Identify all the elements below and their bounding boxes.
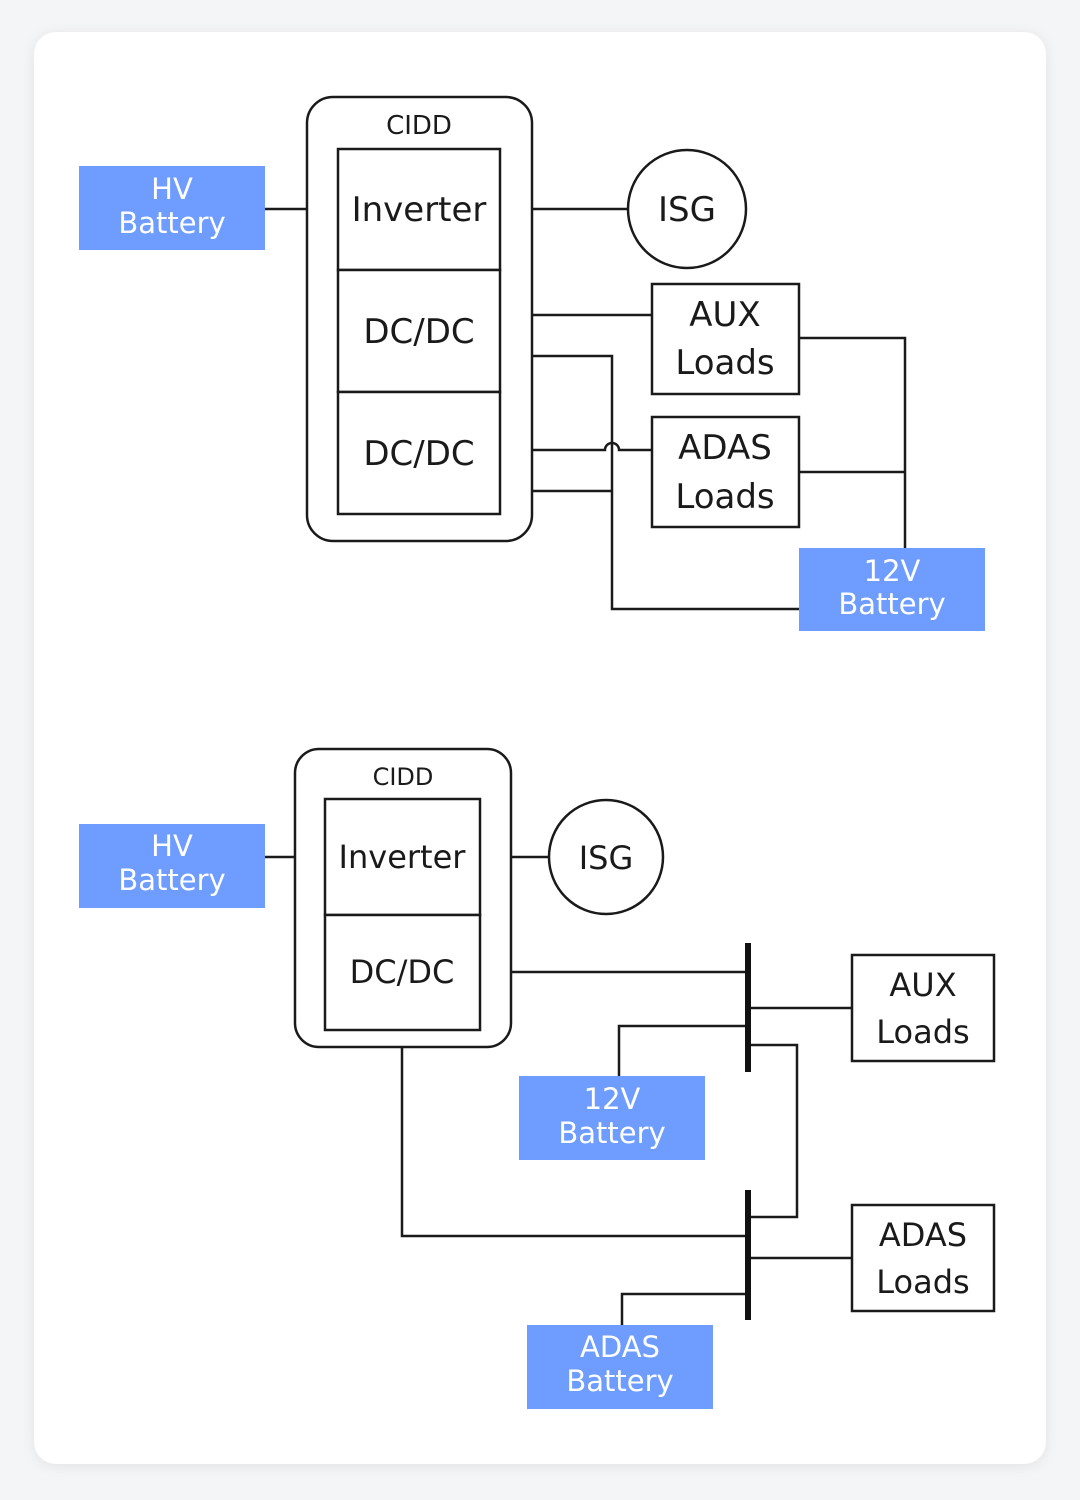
isg-circle — [547, 798, 665, 916]
battery-12v-box — [519, 1076, 705, 1160]
aux-loads-label-line2: Loads — [876, 1013, 969, 1051]
adas-loads-label-line1: ADAS — [879, 1216, 967, 1254]
bottom-diagram: CIDD Inverter DC/DC ISG AUX Loads ADAS L… — [79, 747, 996, 1409]
aux-loads-label-line2: Loads — [675, 343, 774, 383]
adas-loads-label-line2: Loads — [876, 1263, 969, 1301]
battery-12v-box — [799, 548, 985, 631]
dcdc-label: DC/DC — [350, 953, 455, 991]
battery-12v-label-line1: 12V — [864, 554, 921, 588]
adas-battery-label-line1: ADAS — [580, 1330, 660, 1364]
aux-loads-label-line1: AUX — [889, 966, 956, 1004]
isg-label: ISG — [579, 839, 634, 877]
isg-label: ISG — [658, 190, 716, 230]
wire-dcdc-to-bus-2 — [400, 1030, 748, 1238]
inverter-block — [336, 147, 502, 272]
hv-battery-label-line1: HV — [151, 172, 193, 206]
hv-battery-label-line2: Battery — [118, 863, 225, 897]
dcdc-block — [323, 913, 482, 1032]
aux-loads-label-line1: AUX — [689, 295, 760, 335]
wire-bus-1-to-12v — [617, 1024, 748, 1076]
inverter-label: Inverter — [339, 838, 467, 876]
hv-battery-box — [79, 166, 265, 250]
aux-loads-box — [850, 953, 996, 1063]
inverter-label: Inverter — [352, 190, 487, 230]
wire-dcdc2-to-adas — [500, 441, 652, 452]
inverter-block — [323, 797, 482, 917]
wire-dcdc1-to-12v — [500, 354, 800, 611]
bottom-wires — [265, 855, 852, 1325]
dcdc-label-1: DC/DC — [363, 312, 474, 352]
adas-loads-box — [650, 415, 801, 529]
dcdc-block-1 — [336, 268, 502, 394]
cidd-label: CIDD — [386, 111, 452, 141]
wire-bus-2-to-adas-battery — [620, 1292, 748, 1325]
isg-circle — [626, 148, 748, 270]
adas-loads-label-line1: ADAS — [678, 428, 772, 468]
dcdc-block-2 — [336, 390, 502, 516]
aux-loads-box — [650, 282, 801, 396]
battery-12v-label-line1: 12V — [584, 1082, 641, 1116]
adas-battery-box — [527, 1325, 713, 1409]
battery-12v-label-line2: Battery — [838, 587, 945, 621]
adas-loads-box — [850, 1203, 996, 1313]
battery-12v-label-line2: Battery — [558, 1116, 665, 1150]
cidd-label: CIDD — [373, 763, 434, 791]
wire-aux-to-12v — [799, 336, 907, 548]
hv-battery-label-line2: Battery — [118, 206, 225, 240]
dcdc-label-2: DC/DC — [363, 434, 474, 474]
hv-battery-box — [79, 824, 265, 908]
adas-battery-label-line2: Battery — [566, 1364, 673, 1398]
hv-battery-label-line1: HV — [151, 829, 193, 863]
wire-bus-1-to-bus-2 — [748, 1043, 799, 1219]
adas-loads-label-line2: Loads — [675, 477, 774, 517]
top-diagram: CIDD Inverter DC/DC DC/DC ISG AUX Loads … — [79, 95, 985, 631]
